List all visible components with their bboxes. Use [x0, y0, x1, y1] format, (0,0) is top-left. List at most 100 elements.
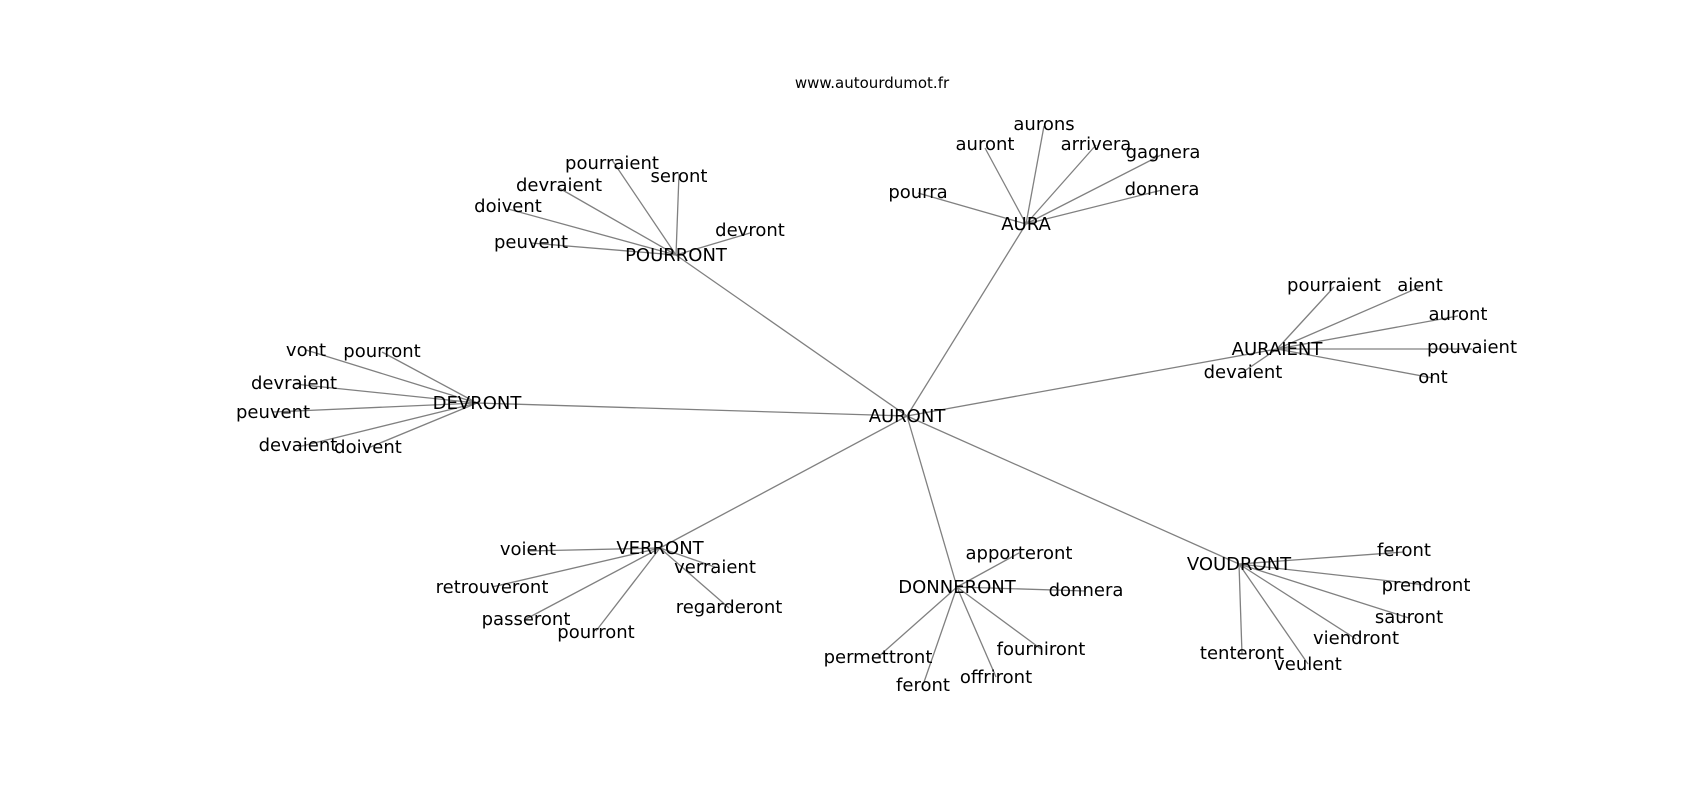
edge-verront-to-pourront [595, 547, 661, 632]
edge-voudront-to-tenteront [1238, 563, 1243, 655]
edge-pourront-to-peuvent [530, 242, 677, 256]
leaf-node-permettront[interactable]: permettront [824, 647, 933, 668]
edge-devront-to-pourront [381, 351, 478, 404]
edge-center-to-aura [906, 223, 1027, 417]
leaf-node-arrivera[interactable]: arrivera [1061, 134, 1132, 155]
hub-node-pourront[interactable]: POURRONT [625, 245, 728, 266]
leaf-node-peuvent[interactable]: peuvent [494, 232, 568, 253]
leaf-node-pourra[interactable]: pourra [888, 182, 947, 203]
leaf-node-devront[interactable]: devront [715, 220, 785, 241]
edge-auraient-to-aient [1276, 286, 1421, 350]
edge-center-to-auraient [906, 348, 1278, 417]
leaf-node-pourront[interactable]: pourront [343, 341, 420, 362]
leaf-node-pourraient[interactable]: pourraient [565, 153, 659, 174]
edge-voudront-to-feront [1238, 551, 1405, 565]
edge-pourront-to-seront [675, 173, 680, 256]
edge-voudront-to-viendront [1238, 563, 1357, 640]
leaf-node-pourraient[interactable]: pourraient [1287, 275, 1381, 296]
edge-verront-to-retrouveront [491, 547, 661, 588]
leaf-node-retrouveront[interactable]: retrouveront [436, 577, 549, 598]
edge-pourront-to-devront [675, 232, 751, 256]
hub-node-donneront[interactable]: DONNERONT [898, 577, 1016, 598]
leaf-node-viendront[interactable]: viendront [1313, 628, 1399, 649]
edge-auraient-to-devaient [1242, 348, 1278, 373]
edge-layer [272, 125, 1472, 686]
leaf-node-doivent[interactable]: doivent [474, 196, 542, 217]
leaf-node-fourniront[interactable]: fourniront [997, 639, 1086, 660]
leaf-node-pouvaient[interactable]: pouvaient [1427, 337, 1517, 358]
leaf-node-tenteront[interactable]: tenteront [1200, 643, 1284, 664]
edge-pourront-to-pourraient [611, 159, 677, 256]
leaf-node-devaient[interactable]: devaient [1204, 362, 1283, 383]
leaf-node-passeront[interactable]: passeront [482, 609, 571, 630]
leaf-node-aurons[interactable]: aurons [1013, 114, 1074, 135]
leaf-node-ont[interactable]: ont [1418, 367, 1447, 388]
center-node-label[interactable]: AURONT [869, 406, 947, 427]
edge-auraient-to-ont [1276, 348, 1434, 379]
edge-verront-to-passeront [525, 547, 661, 620]
leaf-node-devaient[interactable]: devaient [259, 435, 338, 456]
leaf-node-pourront[interactable]: pourront [557, 622, 634, 643]
leaf-node-devraient[interactable]: devraient [516, 175, 602, 196]
leaf-node-apporteront[interactable]: apporteront [966, 543, 1073, 564]
leaf-node-voient[interactable]: voient [500, 539, 556, 560]
edge-donneront-to-permettront [877, 586, 958, 658]
edge-verront-to-voient [527, 547, 661, 552]
leaf-node-gagnera[interactable]: gagnera [1126, 142, 1201, 163]
edge-center-to-pourront [675, 254, 908, 417]
hub-node-devront[interactable]: DEVRONT [433, 393, 523, 414]
hub-node-aura[interactable]: AURA [1001, 214, 1051, 235]
leaf-node-peuvent[interactable]: peuvent [236, 402, 310, 423]
edge-aura-to-arrivera [1025, 144, 1097, 225]
edge-pourront-to-devraient [558, 187, 677, 256]
edge-devront-to-doivent [367, 402, 478, 449]
edge-donneront-to-fourniront [956, 586, 1042, 650]
edge-devront-to-peuvent [272, 402, 478, 413]
hub-node-auraient[interactable]: AURAIENT [1232, 339, 1324, 360]
label-layer: www.autourdumot.fr AURONT POURRONT pourrai… [236, 74, 1517, 696]
leaf-node-auront[interactable]: auront [956, 134, 1015, 155]
leaf-node-veulent[interactable]: veulent [1274, 654, 1342, 675]
edge-donneront-to-offriront [956, 586, 997, 678]
edge-auraient-to-pourraient [1276, 286, 1335, 350]
edge-auraient-to-auront [1276, 315, 1459, 350]
edge-center-to-donneront [906, 415, 958, 588]
edge-devront-to-devraient [293, 383, 478, 404]
leaf-node-vont[interactable]: vont [286, 340, 326, 361]
leaf-node-donnera[interactable]: donnera [1125, 179, 1200, 200]
edge-voudront-to-sauront [1238, 563, 1410, 619]
leaf-node-devraient[interactable]: devraient [251, 373, 337, 394]
edge-center-to-verront [659, 415, 908, 549]
edge-voudront-to-prendront [1238, 563, 1427, 586]
edge-pourront-to-doivent [507, 208, 677, 256]
edge-voudront-to-veulent [1238, 563, 1309, 665]
leaf-node-feront[interactable]: feront [1377, 540, 1431, 561]
leaf-node-regarderont[interactable]: regarderont [676, 597, 783, 618]
edge-verront-to-verraient [659, 547, 716, 568]
leaf-node-feront[interactable]: feront [896, 675, 950, 696]
edge-aura-to-aurons [1025, 125, 1045, 225]
edge-aura-to-pourra [917, 192, 1027, 225]
edge-center-to-voudront [906, 415, 1240, 565]
leaf-node-donnera[interactable]: donnera [1049, 580, 1124, 601]
edge-aura-to-auront [984, 147, 1027, 225]
leaf-node-seront[interactable]: seront [651, 166, 708, 187]
leaf-node-sauront[interactable]: sauront [1375, 607, 1443, 628]
leaf-node-offriront[interactable]: offriront [960, 667, 1032, 688]
leaf-node-aient[interactable]: aient [1397, 275, 1443, 296]
leaf-node-prendront[interactable]: prendront [1382, 575, 1471, 596]
edge-donneront-to-apporteront [956, 552, 1020, 588]
hub-node-verront[interactable]: VERRONT [616, 538, 704, 559]
edge-devront-to-vont [305, 349, 478, 404]
edge-verront-to-regarderont [659, 547, 730, 609]
edge-aura-to-gagnera [1025, 153, 1164, 225]
leaf-node-doivent[interactable]: doivent [334, 437, 402, 458]
edge-center-to-devront [476, 402, 908, 417]
edge-aura-to-donnera [1025, 189, 1163, 225]
edge-donneront-to-donnera [956, 586, 1087, 592]
leaf-node-verraient[interactable]: verraient [674, 557, 756, 578]
hub-node-voudront[interactable]: VOUDRONT [1187, 554, 1292, 575]
edge-devront-to-devaient [297, 402, 478, 448]
site-url: www.autourdumot.fr [795, 74, 950, 92]
leaf-node-auront[interactable]: auront [1429, 304, 1488, 325]
